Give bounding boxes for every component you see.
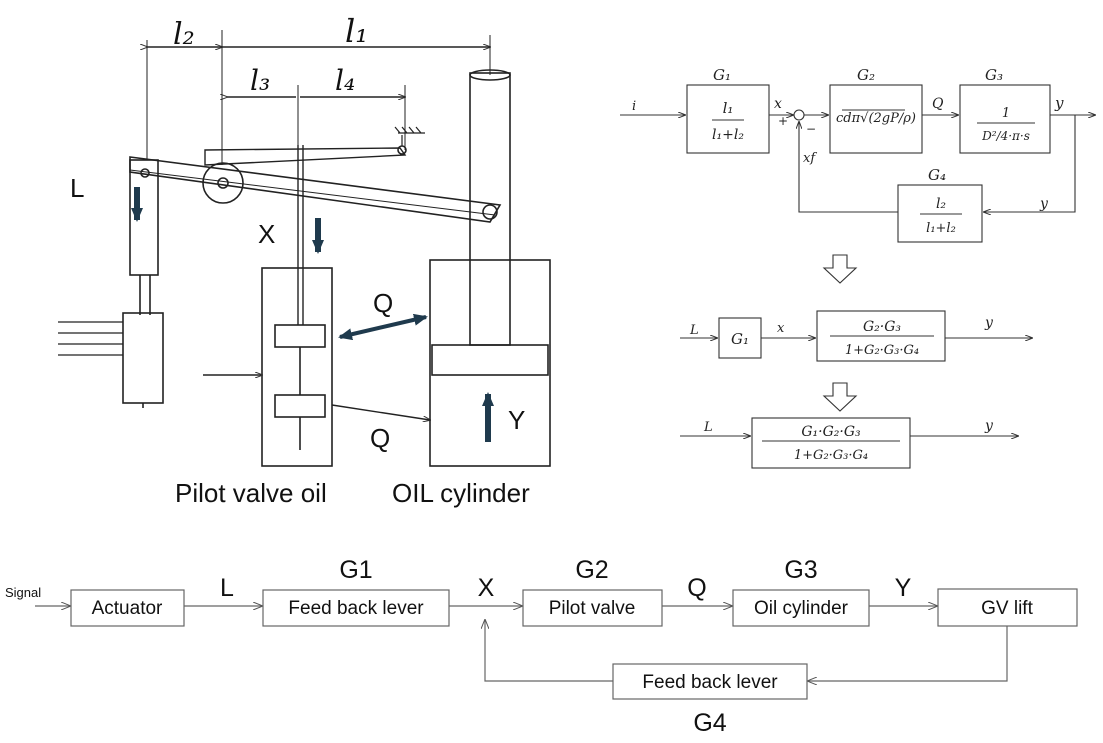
actuator-label: Actuator (92, 598, 163, 619)
label-Q-top: Q (373, 288, 393, 318)
oil-cylinder-body (429, 259, 551, 467)
hw-g4-num: l₂ (936, 196, 946, 212)
signal-L: L (220, 574, 234, 602)
pilot-valve-body (261, 267, 333, 467)
hw-step3-input-label: L (703, 420, 713, 435)
feedback-lever-block (262, 589, 450, 627)
hw-down-arrow-1 (822, 254, 858, 284)
caption-pilot-valve: Pilot valve oil (175, 478, 327, 508)
signal-Y: Y (895, 574, 912, 602)
hw-signal-plus: + (778, 114, 788, 128)
oil-cylinder-block (732, 589, 870, 627)
hw-signal-y-fb: y (1039, 196, 1049, 212)
hw-step2-box (816, 310, 946, 362)
hw-g1-box (686, 84, 770, 154)
cylinder-rod (469, 72, 511, 346)
hw-down-arrow-2 (822, 382, 858, 412)
actuator-pivot (140, 168, 150, 178)
pulley-center (217, 177, 229, 189)
gv-lift-label: GV lift (981, 598, 1033, 619)
hw-g4-box (897, 184, 983, 243)
hw-step2-output-label: y (984, 315, 994, 331)
hw-step3-output-label: y (984, 418, 994, 434)
hw-g1-name: G₁ (713, 66, 731, 84)
hw-step2-mid-label: x (777, 321, 785, 336)
hw-feedback-left (799, 122, 898, 213)
gain-G1: G1 (339, 556, 372, 584)
pilot-valve-label: Pilot valve (549, 598, 636, 619)
actuator-block (70, 589, 185, 627)
dim-label-l3: l₃ (250, 64, 270, 97)
hw-g3-name: G₃ (985, 66, 1003, 84)
hw-step2-num: G₂·G₃ (863, 319, 901, 335)
gain-G3: G3 (784, 556, 817, 584)
signal-Q: Q (687, 574, 706, 602)
typed-block-diagram (35, 588, 1078, 700)
caption-oil-cylinder: OIL cylinder (392, 478, 530, 508)
force-arrows (131, 187, 494, 442)
hw-step2-den: 1+G₂·G₃·G₄ (845, 343, 919, 358)
dim-label-l2: l₂ (173, 17, 195, 52)
handwritten-labels: i G₁ l₁ l₁+l₂ G₂ cdπ√(2gP/ρ) G₃ 1 D²/4·π… (632, 66, 1064, 463)
hw-g4-name: G₄ (928, 166, 946, 184)
dim-label-l4: l₄ (335, 64, 355, 97)
gain-G2: G2 (575, 556, 608, 584)
hw-signal-q: Q (932, 96, 944, 112)
hw-step2-input-label: L (689, 323, 699, 338)
hw-g4-den: l₁+l₂ (926, 221, 956, 236)
arrow-Q-double (338, 313, 428, 341)
label-X: X (258, 219, 275, 249)
handwritten-block-diagram (620, 84, 1095, 469)
hw-g3-box (959, 84, 1051, 154)
mechanism-sketch (58, 30, 551, 467)
pilot-valve-block (522, 589, 663, 627)
feedback-lever-bar (129, 156, 502, 223)
lever-inner-line (129, 169, 496, 216)
hw-g2-box (829, 84, 923, 154)
cylinder-pivot (482, 204, 498, 220)
hw-feedback-right (984, 115, 1076, 212)
hw-step3-box (751, 417, 911, 469)
hw-g3-num: 1 (1002, 106, 1010, 121)
oil-cylinder-label: Oil cylinder (754, 598, 849, 619)
hw-step3-den: 1+G₂·G₃·G₄ (794, 448, 868, 463)
feedback-lever-label: Feed back lever (288, 598, 424, 619)
pilot-spool-upper (274, 324, 326, 348)
ground-hatch (394, 126, 425, 146)
label-Y: Y (508, 405, 525, 435)
pulley (202, 162, 244, 204)
hw-g1-den: l₁+l₂ (712, 127, 744, 143)
feedback-lever-return-label: Feed back lever (642, 672, 778, 693)
hw-input-label: i (632, 99, 636, 114)
feedback-line-left (485, 620, 613, 682)
hw-g2-expr: cdπ√(2gP/ρ) (836, 111, 916, 126)
hw-step2-g1: G₁ (731, 330, 749, 348)
hw-signal-xf: xf (803, 151, 817, 166)
hw-signal-minus: − (806, 122, 816, 136)
dim-label-l1: l₁ (345, 12, 368, 50)
gain-G4: G4 (693, 709, 726, 737)
cylinder-rod-top (469, 69, 511, 81)
feedback-line-right (808, 626, 1008, 681)
actuator-block (122, 312, 164, 404)
pilot-spool-lower (274, 394, 326, 418)
signal-label: Signal (5, 585, 41, 600)
actuator-body (129, 159, 159, 276)
hw-sum-junction (793, 109, 805, 121)
hw-step3-num: G₁·G₂·G₃ (801, 424, 861, 440)
label-L: L (70, 173, 84, 203)
hw-g2-name: G₂ (857, 66, 875, 84)
typed-block-labels: Signal Actuator Feed back lever Pilot va… (5, 556, 1034, 737)
hw-g1-num: l₁ (723, 99, 734, 117)
hw-signal-x: x (774, 96, 782, 112)
signal-X: X (478, 574, 495, 602)
label-Q-bottom: Q (370, 423, 390, 453)
hw-g3-den: D²/4·π·s (981, 129, 1030, 143)
hw-signal-y-out: y (1054, 94, 1064, 112)
mechanism-labels: l₂ l₁ l₃ l₄ L X Q Q Y Pilot valve oil OI… (70, 12, 530, 508)
upper-link (204, 147, 407, 166)
oil-return-arrow (331, 404, 430, 420)
cylinder-piston (431, 344, 549, 376)
